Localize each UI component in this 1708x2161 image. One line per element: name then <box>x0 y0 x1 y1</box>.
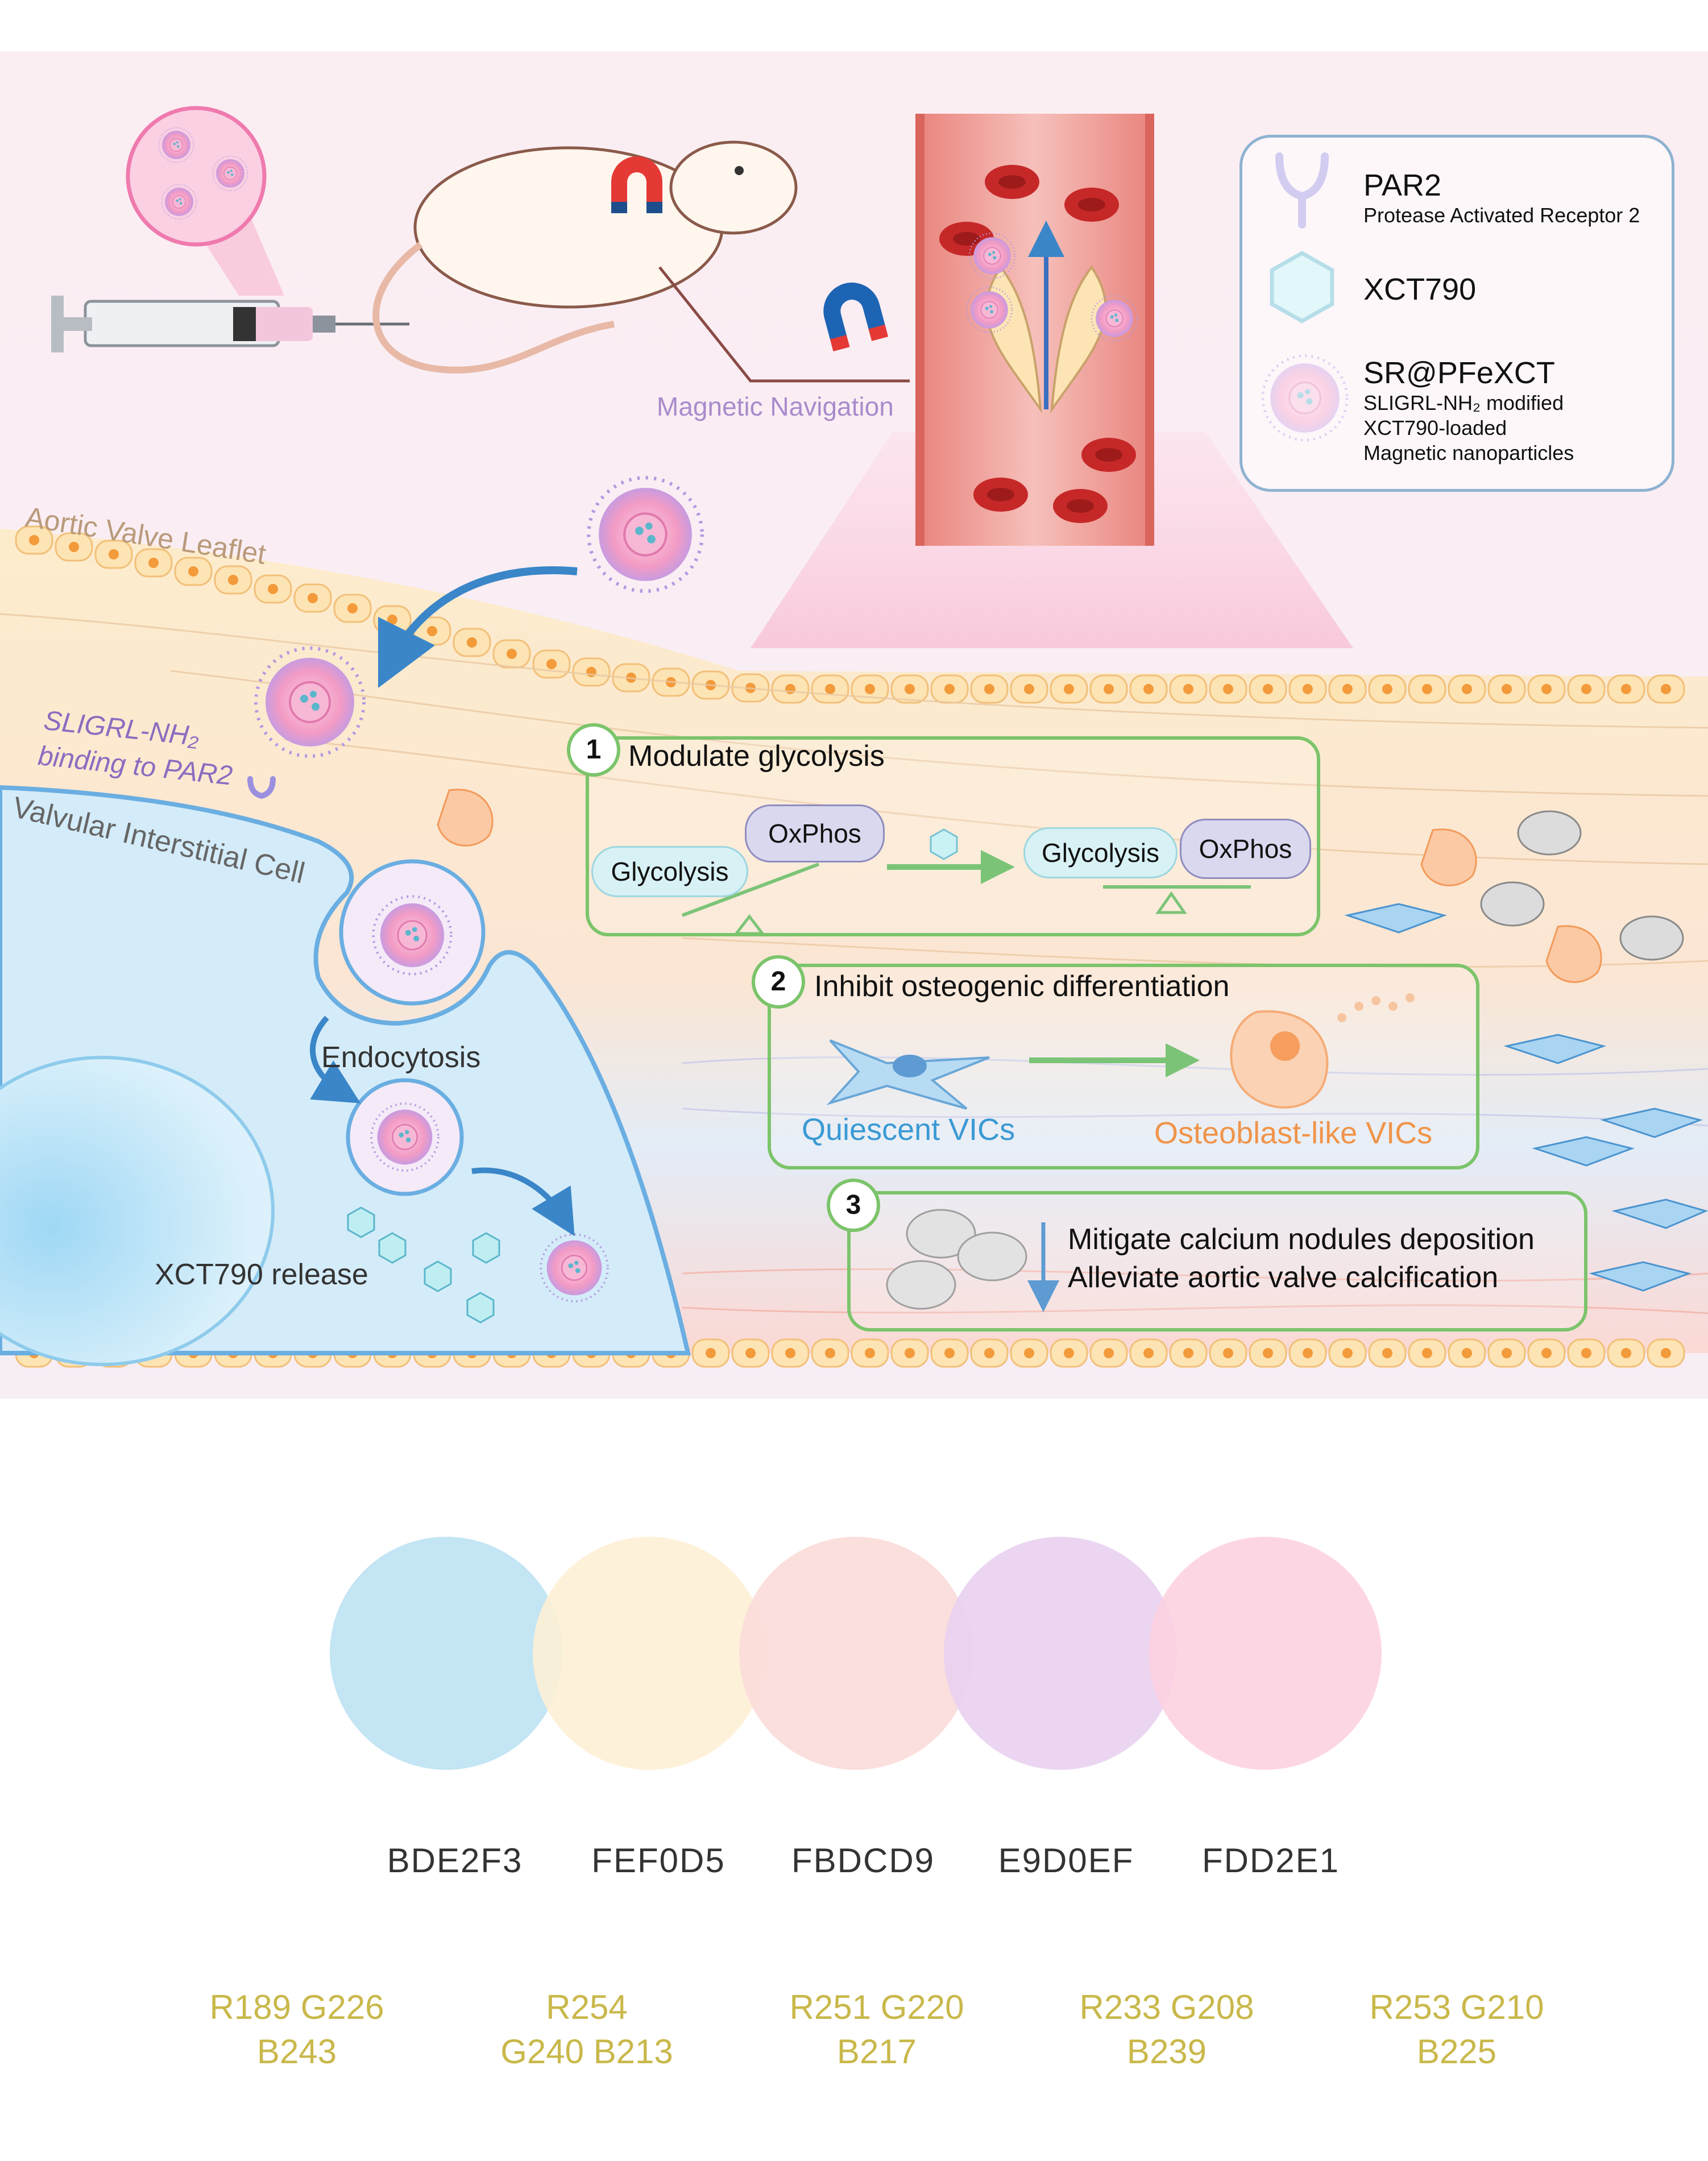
swatch-2 <box>533 1537 766 1770</box>
rgb-label-3-line2: B217 <box>836 2033 917 2071</box>
rgb-label-1: R189 G226 B243 <box>177 1985 416 2074</box>
nanoparticle-zoom <box>126 106 267 247</box>
step2-box <box>768 964 1479 1169</box>
step2-number: 2 <box>752 955 805 1009</box>
rgb-label-1-line1: R189 G226 <box>209 1988 384 2026</box>
rgb-label-5: R253 G210 B225 <box>1337 1985 1576 2074</box>
legend-par2-title: PAR2 <box>1363 168 1442 202</box>
rgb-label-2-line1: R254 <box>546 1988 628 2026</box>
legend-sr-line1: SLIGRL-NH₂ modified <box>1363 391 1564 414</box>
magnetic-navigation-label: Magnetic Navigation <box>657 392 894 421</box>
xct790-release-label: XCT790 release <box>155 1258 368 1291</box>
calcium-nodules-icon <box>886 1209 1027 1310</box>
seesaw-right <box>1103 885 1251 914</box>
magnet-icon <box>611 156 662 213</box>
blood-vessel <box>915 114 1154 546</box>
step3-box <box>847 1191 1587 1332</box>
rgb-label-2: R254 G240 B213 <box>467 1985 706 2074</box>
legend-sr-line2: XCT790-loaded <box>1363 416 1507 439</box>
rgb-label-4: R233 G208 B239 <box>1047 1985 1286 2074</box>
quiescent-vics-label: Quiescent VICs <box>802 1113 1015 1147</box>
glycolysis-pill-right: Glycolysis <box>1023 827 1178 878</box>
rgb-label-1-line2: B243 <box>256 2033 337 2071</box>
glycolysis-pill-left: Glycolysis <box>591 846 748 897</box>
osteoblast-vic-icon <box>1230 993 1415 1109</box>
rgb-label-3-line1: R251 G220 <box>789 1988 964 2026</box>
legend-sr-title: SR@PFeXCT <box>1363 356 1555 390</box>
vic-nucleus <box>0 1056 275 1366</box>
legend-xct790-title: XCT790 <box>1363 272 1477 306</box>
quiescent-vic-icon <box>826 1039 990 1110</box>
legend-sr-line3: Magnetic nanoparticles <box>1363 441 1574 464</box>
quiescent-cells-right <box>1344 903 1708 1292</box>
step3-number: 3 <box>827 1179 880 1232</box>
hex-label-4: E9D0EF <box>998 1841 1134 1880</box>
step2-title: Inhibit osteogenic differentiation <box>814 970 1230 1003</box>
hex-label-5: FDD2E1 <box>1201 1841 1340 1880</box>
rgb-label-5-line2: B225 <box>1416 2033 1497 2071</box>
rat-illustration <box>372 140 798 374</box>
syringe-icon <box>51 296 409 352</box>
osteoblast-vics-label: Osteoblast-like VICs <box>1154 1116 1433 1150</box>
rgb-label-4-line1: R233 G208 <box>1079 1988 1254 2026</box>
osteoblast-cells-right <box>437 789 1602 983</box>
rgb-label-2-line2: G240 B213 <box>500 2033 673 2071</box>
swatch-3 <box>739 1537 972 1770</box>
step3-line2: Alleviate aortic valve calcification <box>1068 1261 1499 1294</box>
rgb-label-4-line2: B239 <box>1126 2033 1207 2071</box>
hex-label-1: BDE2F3 <box>387 1841 523 1880</box>
swatch-5 <box>1149 1537 1382 1770</box>
step1-title: Modulate glycolysis <box>628 740 885 773</box>
legend-par2-desc: Protease Activated Receptor 2 <box>1363 204 1640 227</box>
endocytosis-label: Endocytosis <box>321 1041 481 1074</box>
mechanism-illustration: PAR2 Protease Activated Receptor 2 XCT79… <box>0 51 1708 1399</box>
legend-box <box>1239 135 1674 492</box>
step1-number: 1 <box>567 723 620 777</box>
swatch-1 <box>330 1537 563 1770</box>
magnet-icon-2 <box>823 283 889 351</box>
hex-label-2: FEF0D5 <box>591 1841 726 1880</box>
calcium-nodules-right <box>1480 810 1684 961</box>
oxphos-pill-left: OxPhos <box>745 804 885 862</box>
rgb-label-5-line1: R253 G210 <box>1369 1988 1544 2026</box>
rgb-label-3: R251 G220 B217 <box>757 1985 996 2074</box>
oxphos-pill-right: OxPhos <box>1180 819 1311 879</box>
step3-line1: Mitigate calcium nodules deposition <box>1068 1223 1535 1256</box>
hex-label-3: FBDCD9 <box>791 1841 935 1880</box>
swatch-4 <box>944 1537 1177 1770</box>
